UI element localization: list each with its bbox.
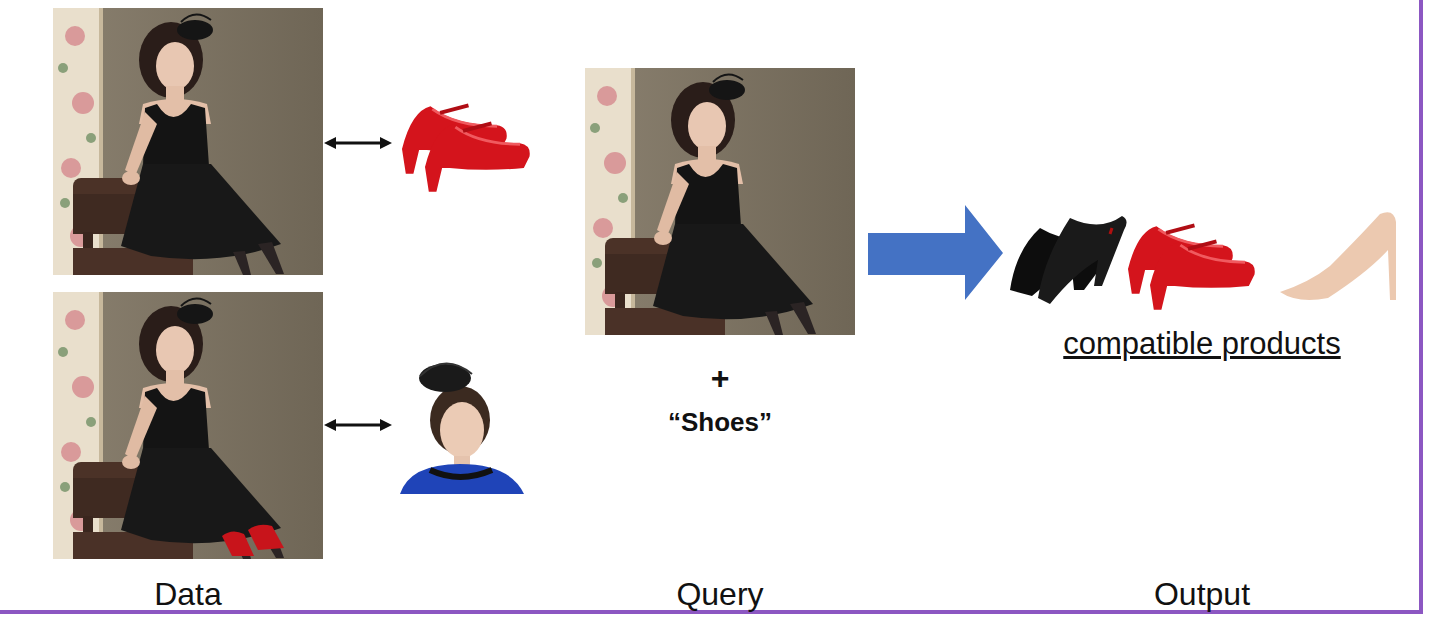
column-label: Data (154, 576, 222, 613)
nude-heel (1280, 212, 1396, 300)
column-label: Query (676, 576, 763, 613)
query-text: “Shoes” (668, 408, 772, 438)
query-photo (585, 68, 855, 335)
red-heels-in-photo (222, 525, 284, 556)
column-label: Output (1154, 576, 1250, 613)
red-shoes (402, 105, 530, 191)
pair-arrow (324, 137, 392, 431)
black-heels (1010, 216, 1127, 304)
plus-sign: + (711, 360, 730, 397)
red-shoes-output (1128, 225, 1255, 309)
output-arrow (868, 205, 1003, 300)
output-caption: compatible products (1063, 326, 1340, 362)
outfit-photo (53, 8, 323, 275)
hat-product (398, 360, 524, 494)
outfit-photo (53, 292, 323, 559)
